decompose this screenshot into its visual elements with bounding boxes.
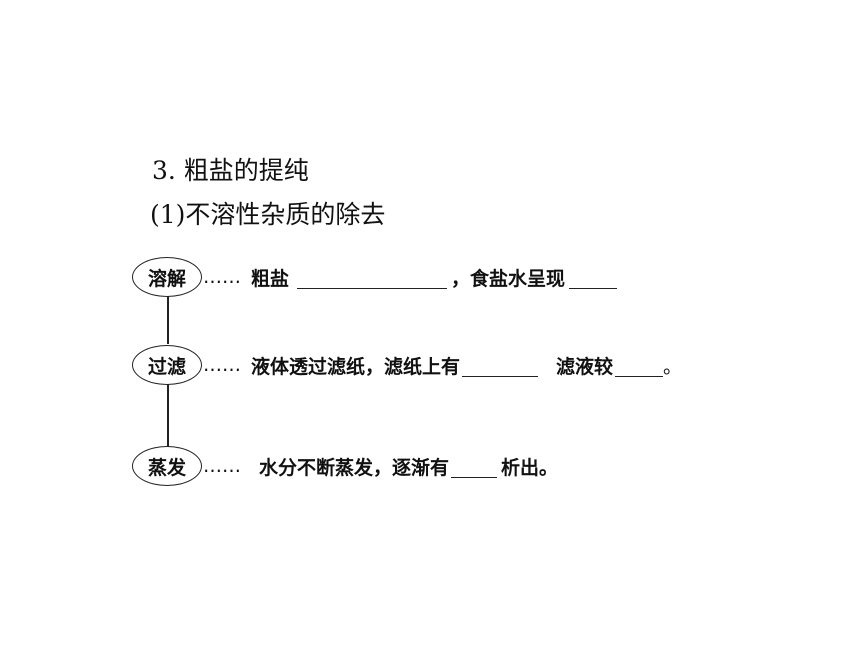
answer-blank bbox=[615, 354, 664, 377]
step-text: 水分不断蒸发，逐渐有 bbox=[259, 456, 450, 479]
answer-blank bbox=[451, 455, 498, 478]
answer-blank bbox=[462, 354, 539, 377]
step-label-filter: 过滤 bbox=[147, 355, 186, 378]
leader-dots: …… bbox=[203, 266, 241, 288]
flow-connector-1 bbox=[167, 296, 169, 344]
step-text: 粗盐 bbox=[251, 267, 290, 290]
answer-blank bbox=[569, 266, 618, 289]
step-text: 液体透过滤纸，滤纸上有 bbox=[251, 355, 461, 378]
step-row-filter: …… 液体透过滤纸，滤纸上有 滤液较 。 bbox=[203, 345, 682, 385]
leader-dots: …… bbox=[203, 455, 241, 477]
step-text: 滤液较 bbox=[556, 355, 614, 378]
step-oval-filter: 过滤 bbox=[132, 345, 202, 385]
step-label-dissolve: 溶解 bbox=[147, 267, 186, 290]
step-row-evaporate: …… 水分不断蒸发，逐渐有 析出。 bbox=[203, 446, 558, 486]
step-text: 析出。 bbox=[501, 456, 559, 479]
answer-blank bbox=[297, 266, 448, 289]
step-text: ，食盐水呈现 bbox=[451, 267, 566, 290]
flow-connector-2 bbox=[167, 384, 169, 447]
step-oval-dissolve: 溶解 bbox=[132, 257, 202, 297]
step-text-end: 。 bbox=[663, 355, 683, 378]
subsection-title: (1)不溶性杂质的除去 bbox=[150, 200, 386, 229]
step-label-evaporate: 蒸发 bbox=[147, 456, 186, 479]
step-oval-evaporate: 蒸发 bbox=[132, 446, 202, 486]
section-title: 3. 粗盐的提纯 bbox=[152, 156, 309, 185]
step-row-dissolve: …… 粗盐 ，食盐水呈现 bbox=[203, 257, 618, 297]
leader-dots: …… bbox=[203, 354, 241, 376]
